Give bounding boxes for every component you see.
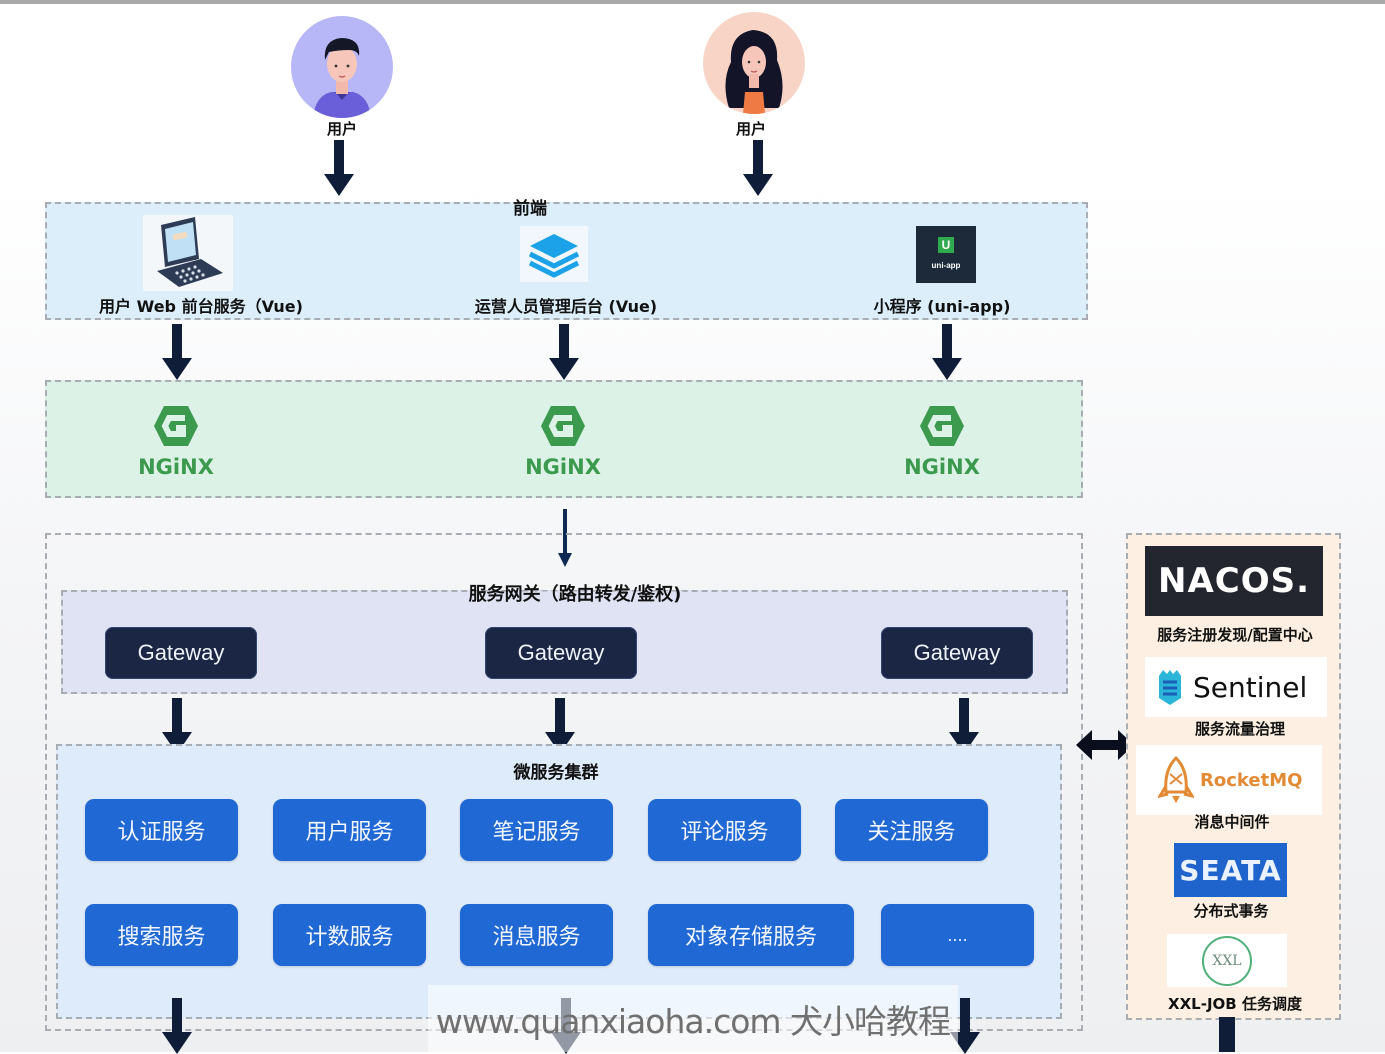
- seata-caption: 分布式事务: [1193, 902, 1269, 920]
- microservices-title: 微服务集群: [513, 763, 599, 783]
- down-arrow: [549, 324, 579, 380]
- gateway-button[interactable]: Gateway: [105, 627, 257, 679]
- service-follow[interactable]: 关注服务: [835, 799, 988, 861]
- frontend-item-web: 用户 Web 前台服务（Vue): [99, 297, 303, 316]
- service-more[interactable]: ....: [881, 904, 1034, 966]
- frontend-item-admin: 运营人员管理后台 (Vue): [474, 297, 658, 316]
- laptop-icon: [143, 215, 233, 291]
- gateway-button[interactable]: Gateway: [485, 627, 637, 679]
- nginx-logo: NGiNX: [518, 404, 608, 479]
- down-arrow: [550, 509, 580, 567]
- nginx-g-icon: [920, 406, 964, 446]
- service-count[interactable]: 计数服务: [273, 904, 426, 966]
- down-arrow: [545, 698, 575, 754]
- gateway-layer-title: 服务网关（路由转发/鉴权): [466, 580, 684, 606]
- sentinel-logo: Sentinel: [1145, 657, 1327, 717]
- rocketmq-logo: RocketMQ: [1136, 745, 1322, 815]
- down-arrow: [743, 140, 773, 196]
- down-arrow: [162, 324, 192, 380]
- nginx-g-icon: [541, 406, 585, 446]
- down-arrow: [162, 698, 192, 754]
- down-arrow: [324, 140, 354, 196]
- nacos-caption: 服务注册发现/配置中心: [1157, 626, 1313, 644]
- nginx-g-icon: [154, 406, 198, 446]
- seata-logo: SEATA: [1174, 843, 1287, 897]
- watermark: www.quanxiaoha.com 犬小哈教程: [428, 985, 958, 1052]
- service-user[interactable]: 用户服务: [273, 799, 426, 861]
- nginx-logo: NGiNX: [131, 404, 221, 479]
- nacos-logo: NACOS.: [1145, 546, 1323, 616]
- service-auth[interactable]: 认证服务: [85, 799, 238, 861]
- sentinel-caption: 服务流量治理: [1194, 720, 1286, 738]
- bidirectional-arrow: [1076, 728, 1134, 767]
- service-note[interactable]: 笔记服务: [460, 799, 613, 861]
- uni-app-logo: U uni-app: [916, 226, 976, 283]
- frontend-item-miniprogram: 小程序 (uni-app): [873, 297, 1011, 316]
- user-label-1: 用户: [326, 120, 358, 138]
- frontend-title: 前端: [509, 194, 551, 219]
- user-label-2: 用户: [735, 120, 767, 138]
- rocketmq-caption: 消息中间件: [1194, 813, 1270, 831]
- service-message[interactable]: 消息服务: [460, 904, 613, 966]
- service-comment[interactable]: 评论服务: [648, 799, 801, 861]
- gateway-button[interactable]: Gateway: [881, 627, 1033, 679]
- down-arrow: [932, 324, 962, 380]
- down-arrow: [162, 998, 192, 1054]
- microservices-layer: [56, 744, 1062, 1019]
- service-object-storage[interactable]: 对象存储服务: [648, 904, 854, 966]
- rocket-icon: [1158, 756, 1194, 803]
- male-user-avatar: [291, 16, 393, 118]
- xxl-job-logo: XXL: [1167, 934, 1287, 987]
- nginx-logo: NGiNX: [897, 404, 987, 479]
- female-user-avatar: [703, 12, 805, 114]
- down-arrow: [949, 698, 979, 754]
- down-connector: [1219, 1017, 1235, 1052]
- service-search[interactable]: 搜索服务: [85, 904, 238, 966]
- top-border: [0, 0, 1385, 4]
- xxl-job-caption: XXL-JOB 任务调度: [1168, 995, 1302, 1013]
- sentinel-shield-icon: [1159, 670, 1181, 705]
- layers-stack-icon: [520, 226, 588, 282]
